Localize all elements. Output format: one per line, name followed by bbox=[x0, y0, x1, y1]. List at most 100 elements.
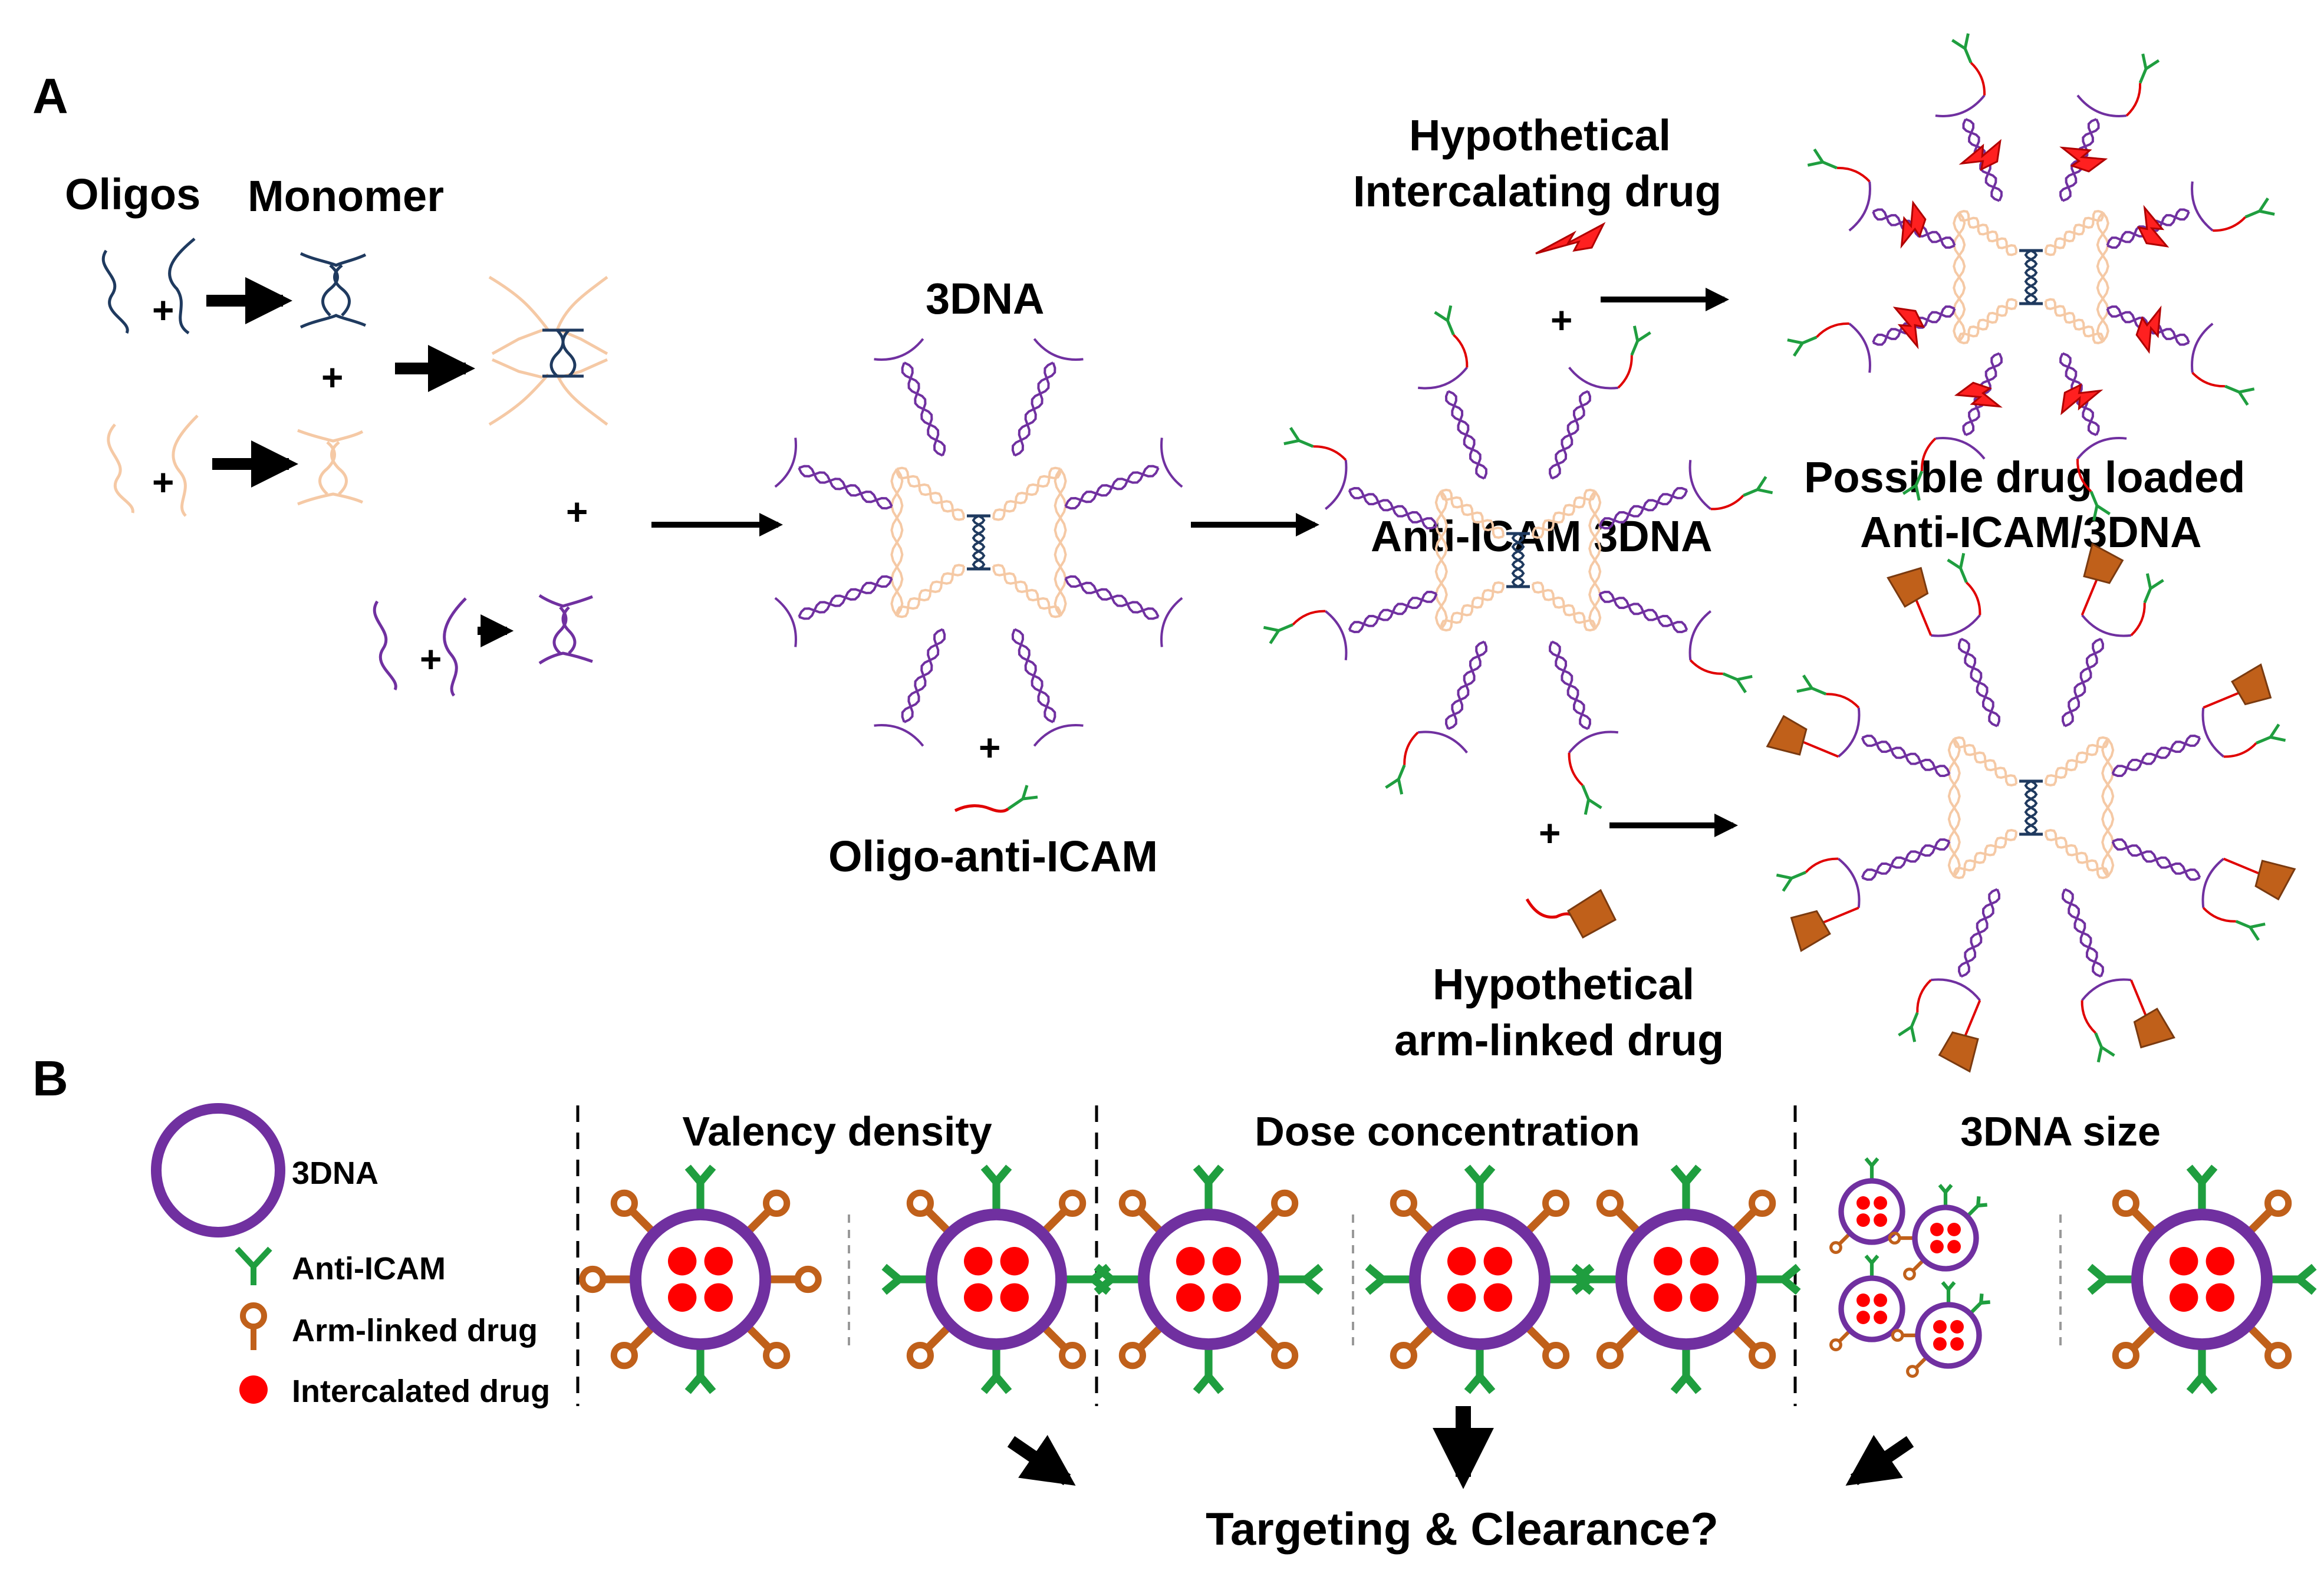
hypo-intercalating-line1: Hypothetical bbox=[1409, 111, 1671, 160]
plus-sign: + bbox=[979, 726, 1000, 769]
intercalated-drug-dot bbox=[1930, 1240, 1944, 1253]
purple-oligos bbox=[373, 597, 467, 697]
antibody-icon bbox=[1807, 148, 1838, 170]
intercalated-drug-dot bbox=[1950, 1337, 1964, 1351]
intercalated-drug-dot bbox=[704, 1247, 733, 1276]
intercalated-drug-dot bbox=[1212, 1283, 1241, 1312]
legend-label: Anti-ICAM bbox=[292, 1251, 446, 1286]
arm-drug-icon bbox=[1596, 1189, 1624, 1217]
assembled-dimer bbox=[488, 275, 608, 426]
section-title-valency: Valency density bbox=[682, 1108, 992, 1154]
arm-drug-icon bbox=[2264, 1189, 2292, 1217]
antibody-icon bbox=[684, 1164, 716, 1185]
monomer-label: Monomer bbox=[248, 172, 444, 220]
intercalated-drug-dot bbox=[2206, 1247, 2234, 1276]
oligo-anti-icam-icon bbox=[954, 785, 1038, 813]
legend-label: Intercalated drug bbox=[292, 1374, 550, 1409]
3dna-assembly bbox=[774, 338, 1183, 747]
dark-oligos bbox=[101, 238, 196, 335]
arm-drug-icon bbox=[1390, 1189, 1417, 1217]
plus-sign: + bbox=[1539, 812, 1561, 854]
arm-linked-drug-icon bbox=[1766, 715, 1808, 756]
anti-icam-3dna-assembly bbox=[1263, 305, 1773, 815]
antibody-icon bbox=[1094, 1263, 1114, 1295]
section-dividers bbox=[576, 1105, 1797, 1406]
antibody-icon bbox=[1385, 764, 1406, 795]
antibody-icon bbox=[1263, 623, 1293, 644]
plus-sign: + bbox=[566, 491, 588, 533]
intercalated-drug-dot bbox=[1856, 1196, 1870, 1210]
legend-red-dot-icon bbox=[239, 1375, 268, 1404]
antibody-icon bbox=[2089, 491, 2111, 521]
hypo-arm-line2: arm-linked drug bbox=[1394, 1016, 1724, 1065]
intercalated-drug-dot bbox=[1654, 1247, 1683, 1276]
sub-dividers bbox=[848, 1214, 2062, 1350]
drug-loaded-3dna-particle bbox=[2087, 1164, 2317, 1394]
intercalated-drug-dot bbox=[1690, 1247, 1719, 1276]
antibody-icon bbox=[2087, 1263, 2108, 1295]
intercalated-drug-dot bbox=[668, 1247, 697, 1276]
drug-loaded-3dna-particle bbox=[1829, 1255, 1905, 1351]
antibody-icon bbox=[1951, 33, 1973, 64]
drug-loaded-3dna-particle bbox=[1571, 1164, 1801, 1394]
antibody-icon bbox=[1464, 1164, 1496, 1185]
peach-monomer bbox=[297, 429, 364, 506]
intercalated-drug-dot bbox=[1856, 1293, 1870, 1307]
panel-b-label: B bbox=[32, 1051, 68, 1106]
antibody-icon bbox=[1464, 1374, 1496, 1394]
intercalated-drug-dot bbox=[1447, 1283, 1476, 1312]
drug-loaded-3dna-particle bbox=[1094, 1164, 1324, 1394]
3dna-shell bbox=[630, 1209, 771, 1350]
intercalated-drug-dot bbox=[1950, 1320, 1964, 1334]
intercalated-drug-dot bbox=[1874, 1293, 1887, 1307]
oligos-label: Oligos bbox=[65, 170, 200, 219]
intercalated-drug-icon bbox=[2060, 383, 2104, 416]
intercalated-drug-dot bbox=[1212, 1247, 1241, 1276]
arm-drug-icon bbox=[1888, 1232, 1901, 1245]
arm-drug-icon bbox=[1271, 1342, 1299, 1370]
arm-drug-icon bbox=[1829, 1338, 1842, 1351]
intercalated-drug-dot bbox=[1447, 1247, 1476, 1276]
purple-monomer bbox=[538, 594, 593, 665]
reaction-arrows bbox=[206, 277, 1738, 837]
antibody-icon bbox=[2224, 384, 2255, 406]
arm-drug-icon bbox=[1118, 1189, 1146, 1217]
legend-label: 3DNA bbox=[292, 1156, 378, 1191]
arm-drug-icon bbox=[1059, 1189, 1087, 1217]
arm-drug-icon bbox=[906, 1342, 934, 1370]
intercalated-drug-loaded-assembly bbox=[1787, 33, 2275, 521]
arm-drug-icon bbox=[1542, 1189, 1570, 1217]
3dna-shell bbox=[1912, 1204, 1979, 1272]
arm-drug-icon bbox=[1891, 1329, 1904, 1342]
drug-loaded-3dna-particle bbox=[1829, 1157, 1905, 1254]
convergence-arrows bbox=[1007, 1406, 1914, 1489]
intercalated-drug-dot bbox=[704, 1283, 733, 1312]
intercalated-drug-dot bbox=[1654, 1283, 1683, 1312]
intercalated-drug-dot bbox=[1483, 1283, 1512, 1312]
plus-sign: + bbox=[152, 289, 174, 331]
intercalated-drug-dot bbox=[2170, 1283, 2198, 1312]
antibody-icon bbox=[1743, 476, 1773, 497]
hypo-arm-line1: Hypothetical bbox=[1433, 960, 1694, 1009]
intercalated-drug-dot bbox=[1933, 1320, 1947, 1334]
intercalated-drug-dot bbox=[1000, 1247, 1029, 1276]
plus-sign: + bbox=[321, 356, 343, 399]
3dna-shell bbox=[1838, 1178, 1905, 1245]
antibody-icon bbox=[2186, 1164, 2218, 1185]
legend-antibody-icon bbox=[235, 1246, 272, 1285]
antibody-icon bbox=[2235, 920, 2266, 941]
antibody-icon bbox=[881, 1263, 902, 1295]
legend: 3DNA Anti-ICAM Arm-linked drug Intercala… bbox=[151, 1103, 550, 1409]
intercalated-drug-dot bbox=[1933, 1337, 1947, 1351]
drug-loaded-3dna-particle bbox=[579, 1164, 822, 1394]
intercalated-drug-dot bbox=[1690, 1283, 1719, 1312]
intercalated-drug-dot bbox=[964, 1283, 993, 1312]
antibody-icon bbox=[2186, 1374, 2218, 1394]
section-title-size: 3DNA size bbox=[1960, 1108, 2161, 1154]
arm-drug-icon bbox=[2112, 1189, 2139, 1217]
arm-drug-icon bbox=[1059, 1342, 1087, 1370]
arm-drug-icon bbox=[579, 1265, 607, 1293]
arm-drug-icon bbox=[763, 1342, 791, 1370]
3dna-shell bbox=[1615, 1209, 1757, 1350]
intercalated-drug-dot bbox=[1856, 1311, 1870, 1324]
